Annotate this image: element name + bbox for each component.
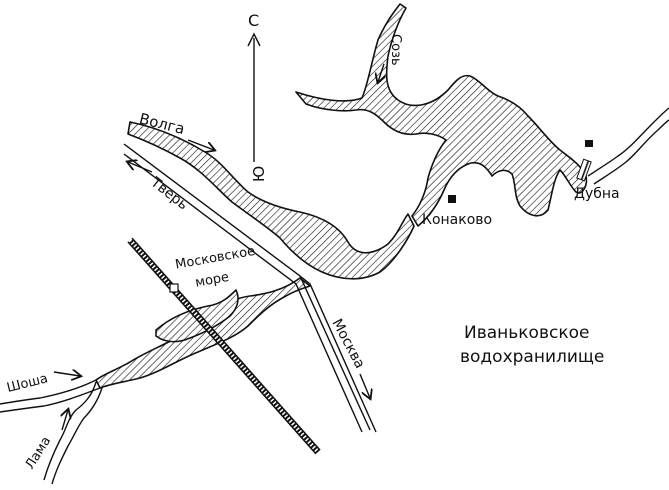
label-dubna: Дубна bbox=[574, 186, 620, 202]
konakovo-town-marker bbox=[448, 195, 456, 203]
tver-direction-arrow bbox=[128, 162, 153, 173]
shosha-river bbox=[0, 379, 97, 405]
volga-flow-arrow bbox=[187, 139, 214, 150]
compass-north-arrow bbox=[247, 32, 261, 47]
label-lama: Лама bbox=[23, 434, 55, 472]
dubna-town-marker bbox=[585, 140, 593, 147]
reservoir-main bbox=[295, 3, 588, 227]
map-title-line1: Иваньковское bbox=[464, 323, 589, 343]
label-moskovskoe-line2: море bbox=[194, 270, 230, 291]
label-moskovskoe-line1: Московское bbox=[174, 244, 256, 273]
shosha-flow-arrow bbox=[53, 372, 80, 376]
lama-flow-arrow bbox=[62, 410, 68, 431]
compass-south-label: Ю bbox=[250, 166, 268, 182]
label-shosha: Шоша bbox=[5, 371, 49, 396]
volga-river bbox=[127, 121, 415, 280]
label-sozh: Созь bbox=[388, 34, 403, 66]
moskva-direction-arrow bbox=[359, 373, 370, 398]
dubna-dam bbox=[576, 158, 592, 182]
label-tver: Тверь bbox=[147, 174, 191, 213]
lama-river bbox=[43, 381, 97, 481]
map-title-line2: водохранилище bbox=[460, 347, 604, 367]
railway-station bbox=[169, 283, 179, 293]
railway bbox=[127, 237, 321, 455]
dubna-river bbox=[587, 107, 669, 177]
sozh-flow-arrow bbox=[378, 63, 384, 82]
label-moskva: Москва bbox=[328, 316, 367, 371]
compass-north-label: С bbox=[248, 11, 259, 30]
label-konakovo: Конаково bbox=[422, 212, 492, 228]
